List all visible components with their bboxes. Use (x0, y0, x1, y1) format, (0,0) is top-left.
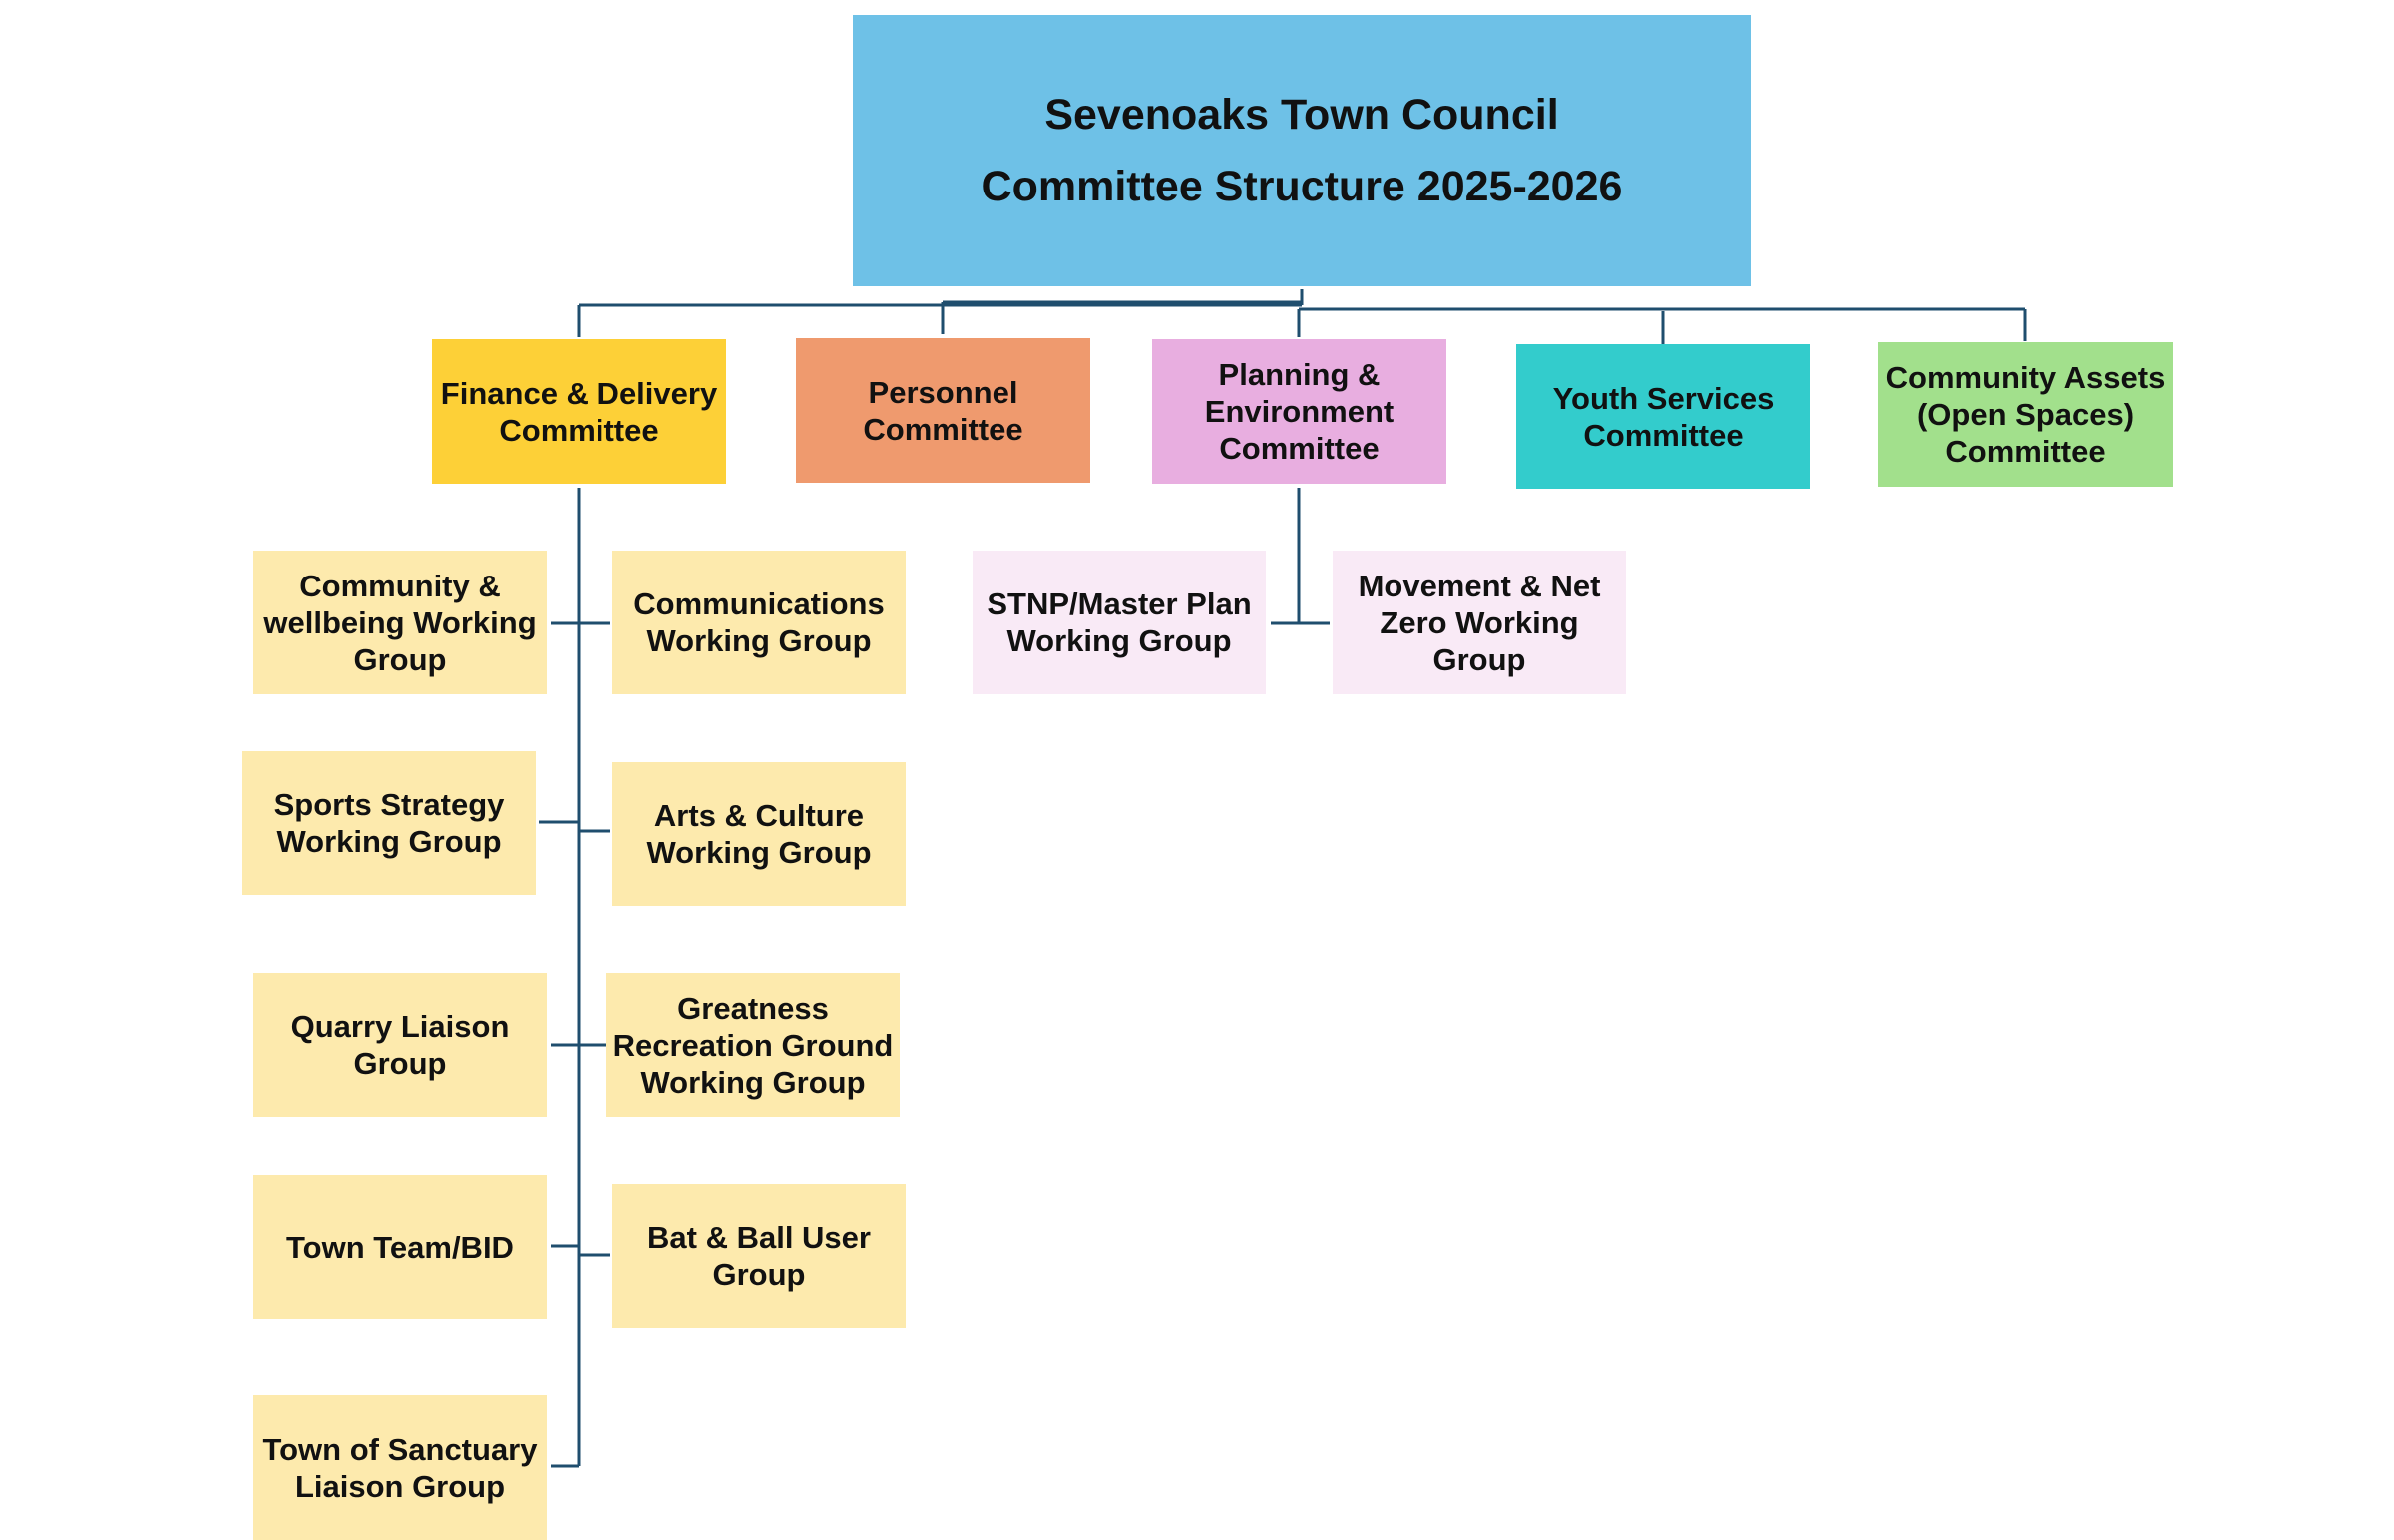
group-bat-ball-user: Bat & Ball User Group (612, 1184, 906, 1328)
finance-right-ticks (579, 621, 610, 1257)
committee-label: Community Assets (Open Spaces) Committee (1885, 360, 2166, 469)
org-title-box: Sevenoaks Town Council Committee Structu… (853, 15, 1751, 286)
group-label: Bat & Ball User Group (647, 1220, 871, 1292)
committee-community-assets: Community Assets (Open Spaces) Committee (1878, 342, 2173, 487)
committee-label: Planning & Environment Committee (1204, 357, 1395, 466)
group-label: Communications Working Group (633, 586, 885, 658)
committee-finance-delivery: Finance & Delivery Committee (432, 339, 726, 484)
group-label: Sports Strategy Working Group (273, 787, 505, 859)
planning-spine (1271, 488, 1330, 625)
group-label: Greatness Recreation Ground Working Grou… (612, 990, 894, 1100)
finance-left-ticks (539, 621, 579, 1468)
title-line-1: Sevenoaks Town Council (1044, 91, 1559, 139)
title-line-2: Committee Structure 2025-2026 (981, 163, 1623, 210)
group-movement-net-zero: Movement & Net Zero Working Group (1333, 551, 1626, 694)
group-town-team-bid: Town Team/BID (253, 1175, 547, 1319)
group-quarry-liaison: Quarry Liaison Group (253, 973, 547, 1117)
committee-personnel: Personnel Committee (796, 338, 1090, 483)
committee-planning-environment: Planning & Environment Committee (1152, 339, 1446, 484)
committee-youth-services: Youth Services Committee (1516, 344, 1810, 489)
group-label: Arts & Culture Working Group (646, 798, 872, 870)
group-stnp-master-plan: STNP/Master Plan Working Group (973, 551, 1266, 694)
group-label: Movement & Net Zero Working Group (1358, 568, 1601, 677)
group-communications: Communications Working Group (612, 551, 906, 694)
group-label: STNP/Master Plan Working Group (987, 586, 1252, 658)
group-arts-culture: Arts & Culture Working Group (612, 762, 906, 906)
root-connector (577, 289, 2027, 344)
committee-label: Youth Services Committee (1552, 380, 1775, 453)
group-label: Quarry Liaison Group (290, 1009, 510, 1081)
group-sports-strategy: Sports Strategy Working Group (242, 751, 536, 895)
group-town-of-sanctuary: Town of Sanctuary Liaison Group (253, 1395, 547, 1540)
group-label: Town Team/BID (286, 1229, 514, 1265)
group-label: Town of Sanctuary Liaison Group (262, 1431, 538, 1504)
group-greatness-recreation: Greatness Recreation Ground Working Grou… (606, 973, 900, 1117)
group-community-wellbeing: Community & wellbeing Working Group (253, 551, 547, 694)
group-label: Community & wellbeing Working Group (263, 568, 537, 677)
committee-label: Finance & Delivery Committee (440, 375, 718, 448)
committee-label: Personnel Committee (863, 374, 1023, 447)
